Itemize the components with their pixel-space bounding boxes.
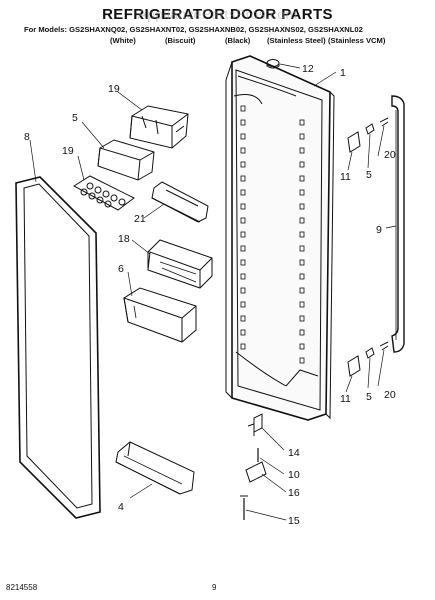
callout-6: 6 [118,263,124,275]
cap-part [266,59,280,69]
door-gasket-part [15,176,101,519]
color-variant-biscuit: (Biscuit) [165,36,196,45]
callout-numbers: 1 19 5 4 5 5 6 8 9 10 11 11 12 14 15 16 … [24,63,396,527]
callout-10: 10 [288,469,300,481]
color-variant-stainless-vcm: (Stainless VCM) [328,36,386,45]
callout-20-top: 20 [384,149,396,161]
callout-1: 1 [340,67,346,79]
door-handle-part [391,95,405,353]
callout-21: 21 [134,213,146,225]
callout-11-top: 11 [340,171,351,183]
color-variant-white: (White) [110,36,136,45]
watermark-text: AppliancePartsPros.com [137,6,298,22]
top-handle-hardware [347,117,389,153]
hinge-components [240,413,267,520]
color-variant-black: (Black) [225,36,251,45]
callout-19: 19 [62,145,74,157]
bin-trim-part [151,181,209,223]
callout-20-bottom: 20 [384,389,396,401]
bottom-handle-hardware [347,341,389,377]
callout-5-bottom: 5 [366,391,372,403]
callout-12: 12 [302,63,314,75]
callout-18: 18 [118,233,130,245]
footer-part-code: 8214558 [6,583,38,592]
refrigerator-door-part [225,55,335,421]
callout-14: 14 [288,447,300,459]
models-line: For Models: GS2SHAXNQ02, GS2SHAXNT02, GS… [24,25,363,34]
large-door-bin-part [123,287,197,343]
callout-11-bottom: 11 [340,393,351,405]
dairy-cover-part [97,139,155,181]
callout-2: 19 [108,83,120,95]
middle-door-bin-part [147,239,213,289]
callout-5-top: 5 [366,169,372,181]
footer-page-number: 9 [212,583,217,592]
color-variant-stainless-steel: (Stainless Steel) [267,36,326,45]
callout-15: 15 [288,515,300,527]
callout-8: 8 [24,131,30,143]
egg-tray-part [73,175,135,211]
callout-3: 5 [72,112,78,124]
callout-leader-lines [29,63,397,521]
upper-door-bin-part [129,105,189,149]
bottom-door-bin-part [115,441,195,495]
page-title: REFRIGERATOR DOOR PARTS [102,6,333,23]
callout-4: 4 [118,501,124,513]
callout-9: 9 [376,224,382,236]
callout-16: 16 [288,487,300,499]
